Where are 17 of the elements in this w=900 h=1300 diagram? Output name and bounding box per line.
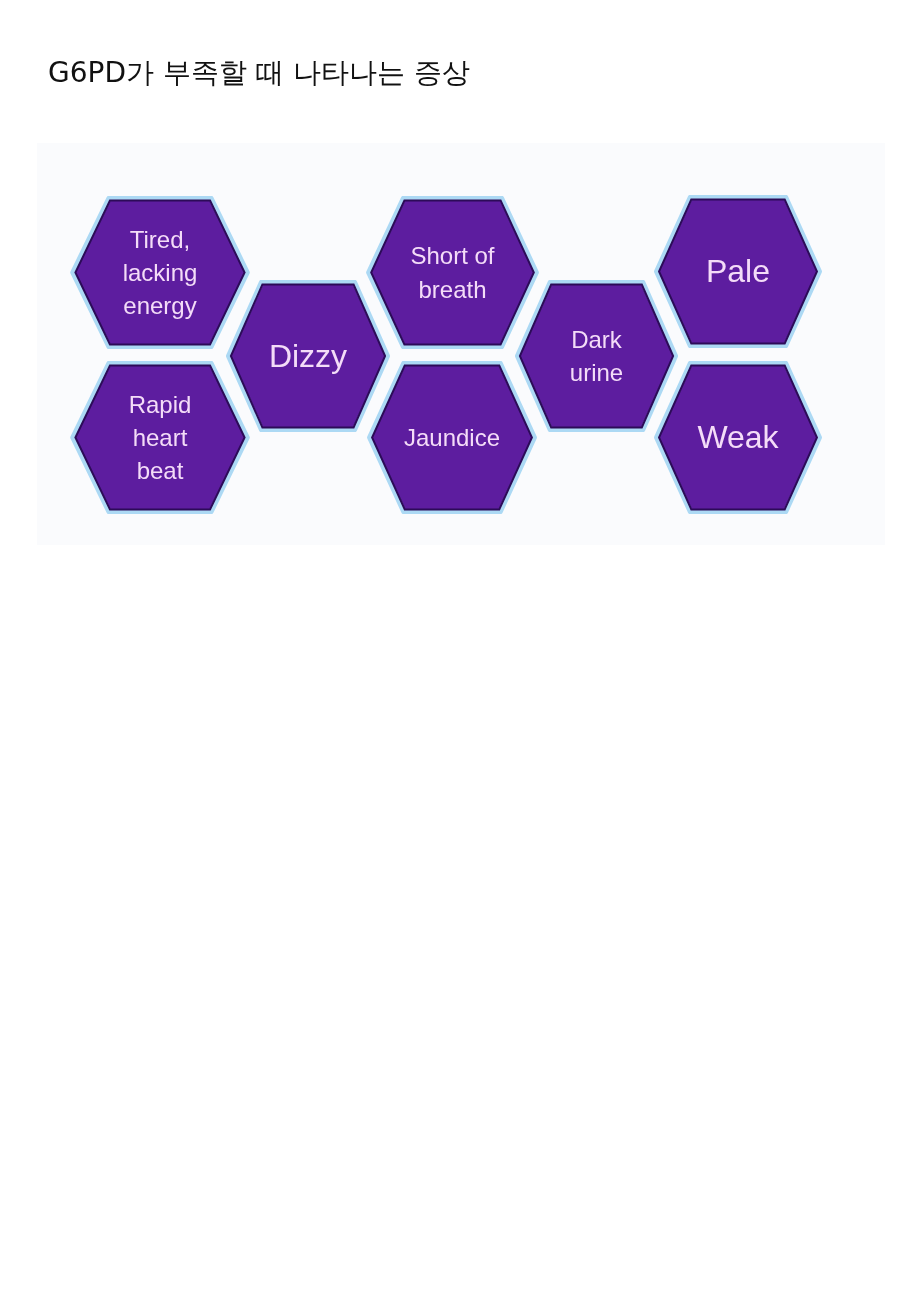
symptom-label: Dark urine [568, 324, 625, 388]
hexagon-tile [226, 280, 390, 432]
hexagon-tile [654, 195, 822, 348]
symptom-label: Short of breath [409, 241, 496, 305]
page-title: G6PD가 부족할 때 나타나는 증상 [48, 55, 470, 91]
hexagon-tile [70, 361, 250, 514]
hexagon-tile [654, 361, 822, 514]
hexagon-tile [515, 280, 678, 432]
symptom-label: Tired, lacking energy [121, 224, 199, 322]
hexagon-tile [70, 196, 250, 349]
symptom-label: Jaundice [402, 422, 502, 453]
symptom-label: Rapid heart beat [127, 389, 193, 487]
hexagon-tile [366, 196, 539, 349]
symptom-label: Dizzy [267, 336, 349, 376]
hexagon-tile [367, 361, 537, 514]
symptom-label: Weak [696, 418, 780, 458]
symptom-label: Pale [704, 252, 771, 292]
